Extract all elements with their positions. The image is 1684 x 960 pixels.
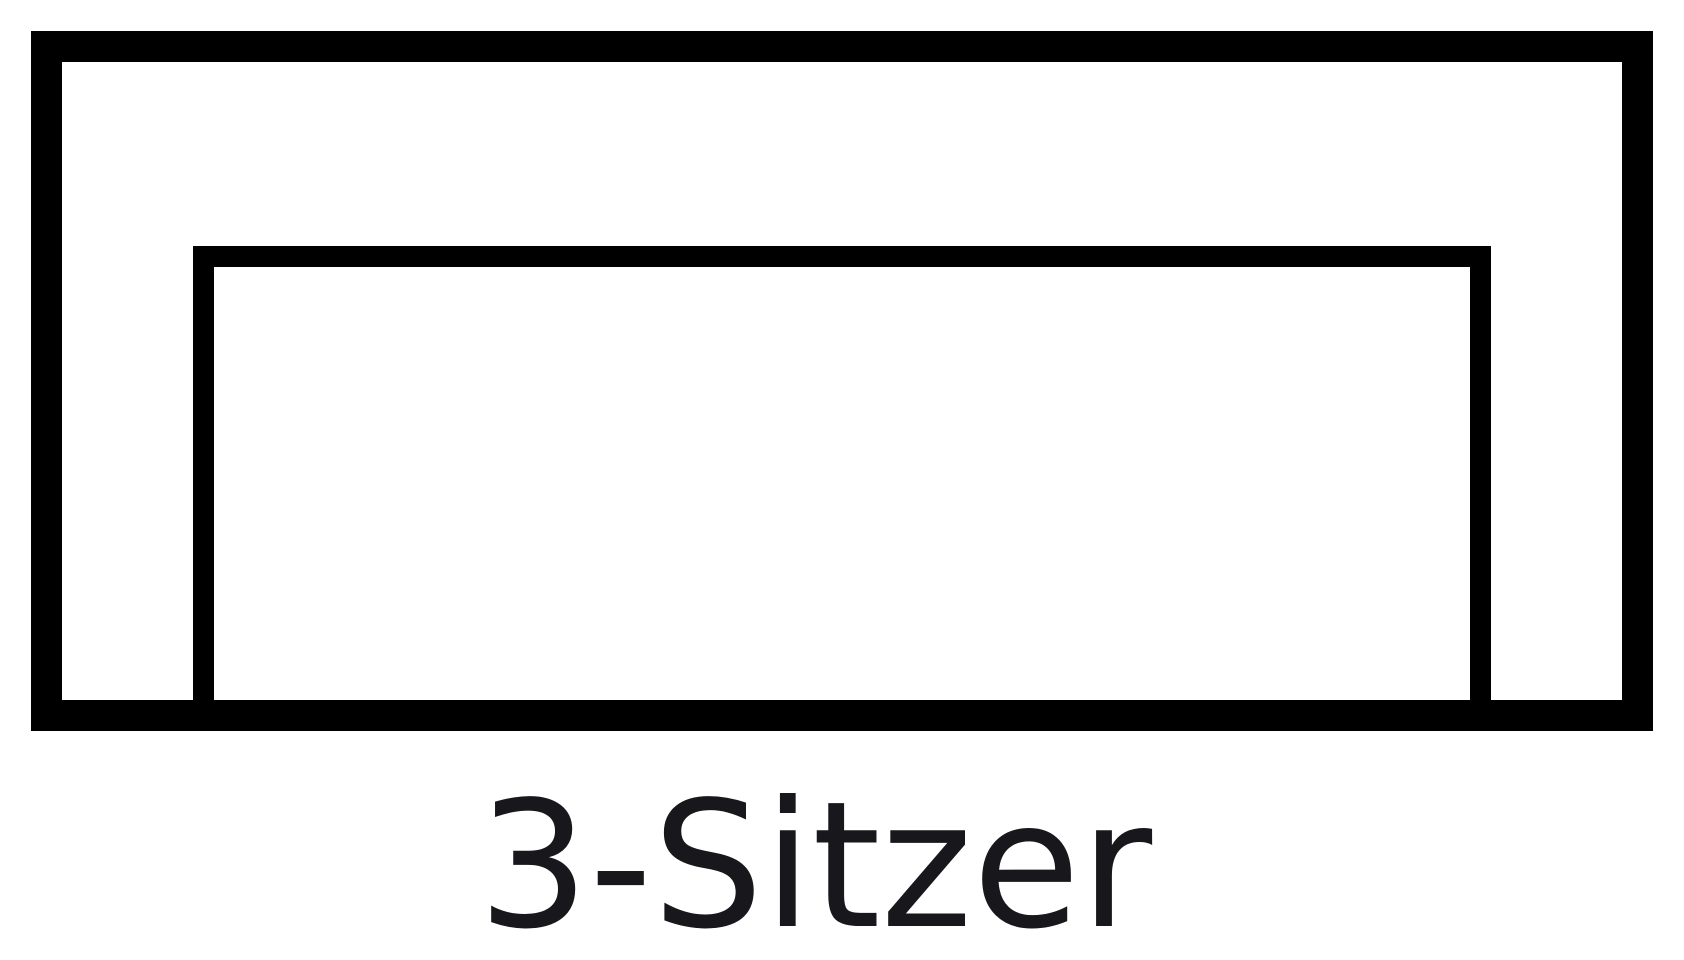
- seater-label: 3-Sitzer: [477, 765, 1153, 960]
- sofa-seat-outline: [193, 246, 1491, 731]
- sofa-backrest-armrest-outline: [31, 31, 1653, 731]
